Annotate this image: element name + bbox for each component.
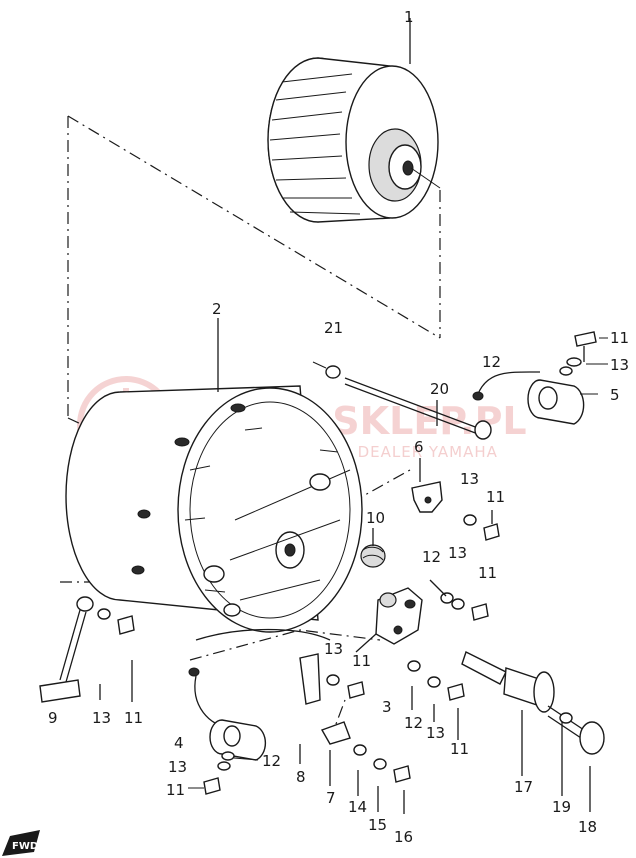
callout-21: 21 xyxy=(324,319,343,337)
callout-7: 7 xyxy=(326,789,336,807)
callout-16: 16 xyxy=(394,828,413,846)
fwd-label: FWD xyxy=(12,841,38,852)
callout-14: 14 xyxy=(348,798,367,816)
callout-3: 3 xyxy=(382,698,392,716)
long-bolt-part xyxy=(312,361,492,440)
callout-19: 19 xyxy=(552,798,571,816)
cam-shaft-part xyxy=(461,651,605,812)
pickup-coil-part xyxy=(472,331,608,425)
condenser-part xyxy=(188,628,331,795)
callout-18: 18 xyxy=(578,818,597,836)
callout-11-top: 11 xyxy=(610,329,629,347)
callout-11-mid2: 11 xyxy=(478,564,497,582)
callout-13-left: 13 xyxy=(92,709,111,727)
callout-20: 20 xyxy=(430,380,449,398)
spring-part xyxy=(360,528,386,568)
callout-11-lower2: 11 xyxy=(450,740,469,758)
callout-12-top: 12 xyxy=(482,353,501,371)
callout-11-mid: 11 xyxy=(486,488,505,506)
stator-housing-part xyxy=(65,318,363,633)
callout-12-mid: 12 xyxy=(422,548,441,566)
plate-bracket-part xyxy=(299,653,411,814)
rotor-part xyxy=(267,18,441,223)
callout-9: 9 xyxy=(48,709,58,727)
callout-11-bl: 11 xyxy=(166,781,185,799)
callout-17: 17 xyxy=(514,778,533,796)
callout-13-top: 13 xyxy=(610,356,629,374)
callout-13-bl: 13 xyxy=(168,758,187,776)
callout-12-bl: 12 xyxy=(262,752,281,770)
callout-13-lower: 13 xyxy=(324,640,343,658)
callout-2: 2 xyxy=(212,300,222,318)
callout-6: 6 xyxy=(414,438,424,456)
callout-11-lower: 11 xyxy=(352,652,371,670)
callout-13-lower2: 13 xyxy=(426,724,445,742)
callout-4: 4 xyxy=(174,734,184,752)
lower-fasteners xyxy=(326,660,465,740)
callout-12-lower: 12 xyxy=(404,714,423,732)
callout-labels: 1 2 21 20 11 12 13 5 6 13 11 10 13 12 11… xyxy=(48,8,629,846)
callout-5: 5 xyxy=(610,386,620,404)
callout-10: 10 xyxy=(366,509,385,527)
fwd-arrow-icon: FWD xyxy=(2,830,40,856)
callout-15: 15 xyxy=(368,816,387,834)
callout-11-left: 11 xyxy=(124,709,143,727)
callout-8: 8 xyxy=(296,768,306,786)
contact-breaker-part xyxy=(355,579,489,653)
bracket-part xyxy=(411,458,500,541)
wire-terminal-part xyxy=(39,596,135,703)
callout-1: 1 xyxy=(404,8,414,26)
callout-13-mid2: 13 xyxy=(448,544,467,562)
callout-13-mid: 13 xyxy=(460,470,479,488)
